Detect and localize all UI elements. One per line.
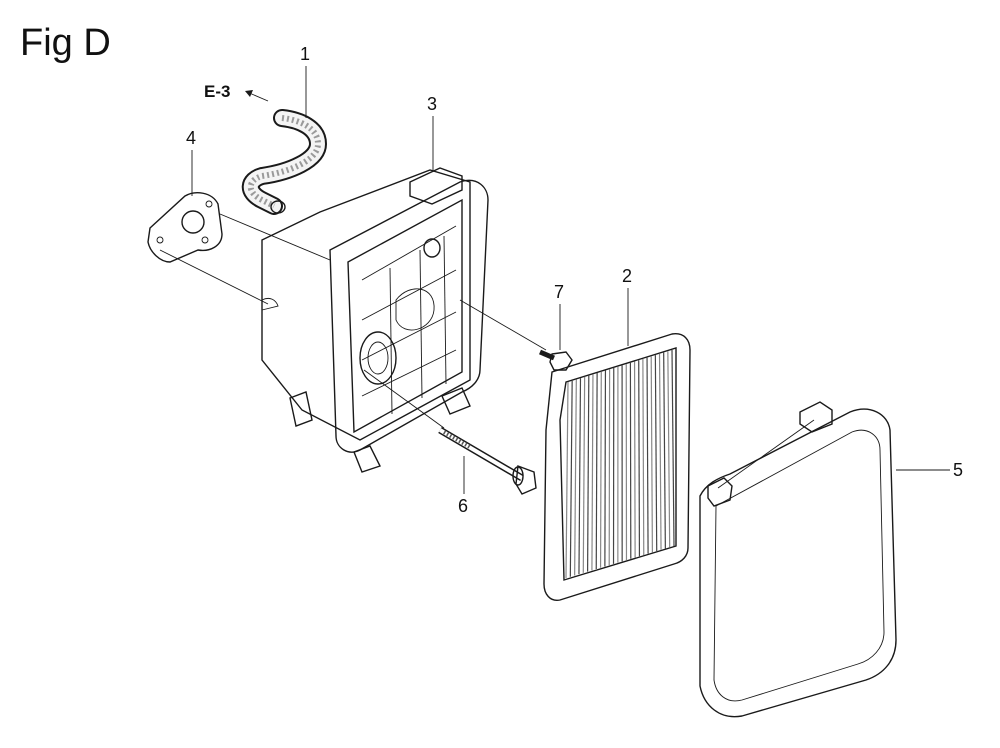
filter-pleats xyxy=(565,349,675,579)
filter-pleat xyxy=(569,380,573,577)
filter-pleat xyxy=(633,361,636,558)
part-4-gasket xyxy=(147,192,223,263)
filter-pleat xyxy=(578,378,582,575)
filter-pleat xyxy=(595,373,598,570)
part-6-bolt xyxy=(438,426,537,495)
reference-arrow xyxy=(245,90,269,102)
figure-title: Fig D xyxy=(20,22,111,64)
callout-6: 6 xyxy=(458,496,469,516)
callout-4: 4 xyxy=(186,128,197,148)
part-2-air-filter xyxy=(543,333,691,601)
callout-2: 2 xyxy=(622,266,633,286)
filter-pleat xyxy=(671,349,675,547)
filter-pleat xyxy=(582,376,586,573)
callout-3: 3 xyxy=(427,94,438,114)
callout-1: 1 xyxy=(300,44,311,64)
filter-pleat xyxy=(663,352,666,549)
filter-pleat xyxy=(667,351,671,548)
part-1-breather-tube xyxy=(241,109,328,215)
filter-pleat xyxy=(565,381,569,579)
leader-lines xyxy=(159,66,950,494)
part-7-screw xyxy=(539,349,573,371)
filter-pleat xyxy=(654,355,658,552)
filter-pleat xyxy=(599,371,602,568)
filter-pleat xyxy=(650,356,654,553)
filter-pleat xyxy=(658,353,662,550)
filter-pleat xyxy=(642,358,645,555)
callout-5: 5 xyxy=(953,460,964,480)
filter-pleat xyxy=(574,379,577,576)
filter-pleat xyxy=(591,374,594,571)
callout-7: 7 xyxy=(554,282,565,302)
filter-pleat xyxy=(604,370,607,567)
filter-pleat xyxy=(638,360,641,557)
part-3-air-cleaner-case xyxy=(261,167,489,473)
filter-pleat xyxy=(586,375,590,572)
part-5-cover xyxy=(699,401,897,718)
filter-pleat xyxy=(646,357,649,554)
reference-label: E-3 xyxy=(204,82,231,101)
